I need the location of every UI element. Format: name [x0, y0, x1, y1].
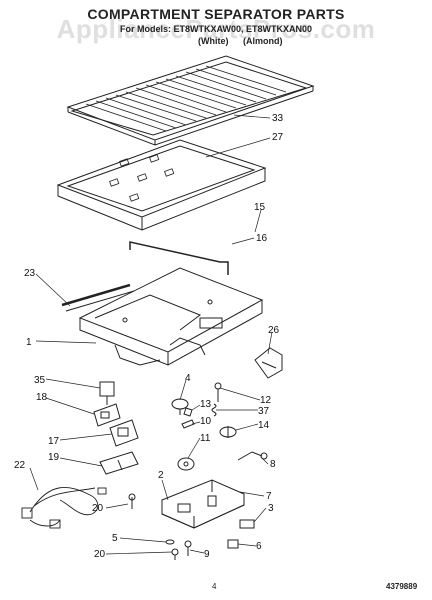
- callout-5: 5: [112, 533, 118, 544]
- callout-35: 35: [34, 375, 46, 386]
- callout-17: 17: [48, 436, 60, 447]
- model-numbers: For Models: ET8WTKXAW00, ET8WTKXAN00: [119, 24, 313, 34]
- part-11-gear: [177, 457, 195, 471]
- callout-20-lower: 20: [94, 549, 106, 560]
- part-5-washer: [165, 539, 175, 545]
- color-variants: (White) (Almond): [198, 36, 295, 46]
- part-19-bracket: [99, 451, 139, 475]
- part-27-frame: [56, 139, 267, 231]
- callout-18: 18: [36, 392, 48, 403]
- callout-8: 8: [270, 459, 276, 470]
- part-3-connector: [239, 519, 255, 529]
- part-14-damper: [219, 426, 237, 438]
- part-35-knob: [99, 381, 115, 405]
- callout-4: 4: [185, 373, 191, 384]
- screw-20-lower: [171, 548, 179, 560]
- callout-11: 11: [200, 433, 211, 444]
- callout-19: 19: [48, 452, 60, 463]
- part-6-connector: [227, 539, 239, 549]
- part-26-flap: [254, 347, 283, 379]
- callout-13: 13: [200, 399, 212, 410]
- page-title: COMPARTMENT SEPARATOR PARTS: [87, 6, 345, 22]
- leader-lines: [29, 114, 273, 555]
- callout-labels: 33 27 15 16 23 1 26 35 4 12 18 37 13 10 …: [14, 113, 284, 560]
- callout-14: 14: [258, 420, 270, 431]
- callout-23: 23: [24, 268, 36, 279]
- callout-15: 15: [254, 202, 266, 213]
- part-18-bezel: [93, 403, 121, 427]
- part-37-spring: [211, 403, 217, 417]
- part-33-grille-shelf: [66, 55, 315, 146]
- callout-26: 26: [268, 325, 280, 336]
- part-4-cam: [171, 398, 189, 415]
- part-22-wire-harness: [21, 486, 107, 529]
- document-number: 4379889: [386, 582, 418, 591]
- callout-6: 6: [256, 541, 262, 552]
- part-12-screw: [214, 382, 222, 402]
- callout-7: 7: [266, 491, 272, 502]
- callout-12: 12: [260, 395, 272, 406]
- callout-3: 3: [268, 503, 274, 514]
- callout-9: 9: [204, 549, 210, 560]
- screw-20-upper: [128, 493, 136, 509]
- part-16-tube: [129, 241, 229, 275]
- callout-20-upper: 20: [92, 503, 104, 514]
- callout-27: 27: [272, 132, 284, 143]
- part-23-gasket-strip: [61, 283, 135, 312]
- part-9-screw: [184, 540, 192, 556]
- part-8-sensor: [237, 451, 268, 461]
- page-number: 4: [212, 582, 217, 591]
- callout-2: 2: [158, 470, 164, 481]
- color-white: (White): [198, 36, 229, 46]
- part-13-clip: [183, 407, 193, 417]
- part-1-separator-tray: [78, 267, 264, 366]
- color-almond: (Almond): [243, 36, 283, 46]
- callout-1: 1: [26, 337, 32, 348]
- callout-16: 16: [256, 233, 268, 244]
- callout-10: 10: [200, 416, 212, 427]
- callout-37: 37: [258, 406, 270, 417]
- callout-33: 33: [272, 113, 284, 124]
- part-10-link: [181, 419, 195, 429]
- part-housing-base: [161, 479, 245, 529]
- part-17-control-housing: [109, 419, 139, 447]
- callout-22: 22: [14, 460, 26, 471]
